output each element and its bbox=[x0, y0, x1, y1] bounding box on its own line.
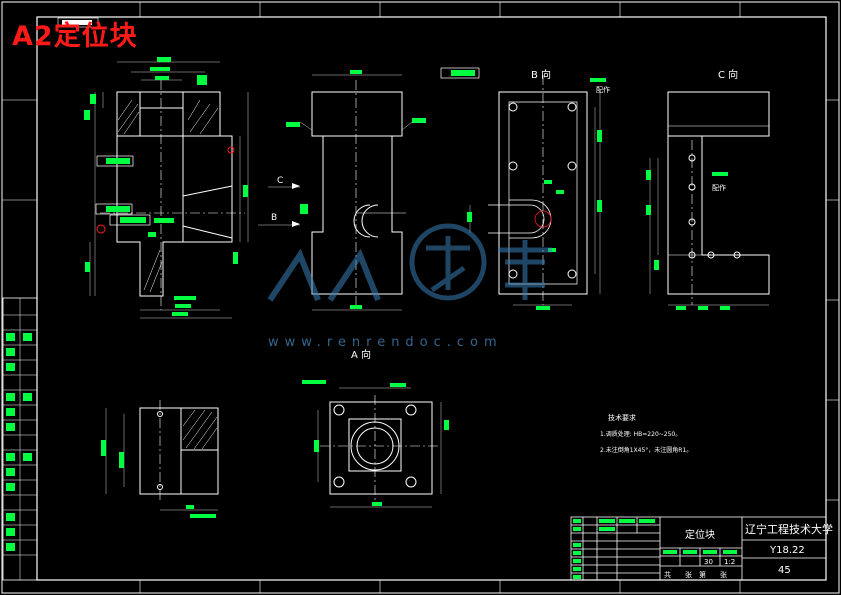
title-quantity: 45 bbox=[778, 565, 791, 576]
tech-line-1: 1.调质处理: HB=220~250。 bbox=[600, 430, 681, 438]
arrow-b-label: B bbox=[271, 213, 277, 223]
lower-left-hatch bbox=[182, 409, 218, 450]
top-left-stamp-box bbox=[57, 17, 99, 28]
lower-left-labels bbox=[101, 440, 216, 518]
watermark-url: www.renrendoc.com bbox=[268, 335, 503, 350]
title-ratio-weight: 30 bbox=[704, 558, 713, 566]
b-view bbox=[488, 75, 588, 305]
b-view-dims bbox=[469, 92, 601, 306]
title-block-cells bbox=[573, 519, 737, 579]
title-school: 辽宁工程技术大学 bbox=[745, 522, 833, 536]
main-view-tolerance-frames bbox=[95, 146, 235, 234]
side-view-dims bbox=[258, 74, 413, 311]
title-part-name: 定位块 bbox=[685, 528, 715, 541]
side-view-labels bbox=[286, 70, 426, 309]
title-text: 定位块 bbox=[53, 21, 138, 52]
tech-line-2: 2.未注倒角1X45°，未注圆角R1。 bbox=[600, 446, 692, 454]
lower-left-view bbox=[139, 400, 219, 500]
title-overlay: A2定位块 bbox=[12, 14, 138, 53]
left-side-table bbox=[2, 297, 38, 581]
main-view-hatch bbox=[117, 99, 219, 293]
c-view-labels bbox=[646, 170, 730, 310]
side-view bbox=[311, 80, 406, 306]
title-drawing-no: Y18.22 bbox=[769, 545, 805, 556]
b-view-tolerance bbox=[440, 67, 480, 79]
arrow-c-label: C bbox=[277, 176, 283, 186]
a-view-dims bbox=[317, 387, 442, 508]
title-prefix: A2 bbox=[12, 21, 54, 52]
b-view-title: B 向 bbox=[531, 68, 551, 81]
c-view bbox=[667, 91, 770, 305]
c-view-title: C 向 bbox=[718, 68, 738, 81]
b-view-note: 配作 bbox=[596, 85, 610, 94]
main-view-dims bbox=[89, 61, 249, 319]
view-arrows bbox=[292, 183, 300, 227]
c-view-dims bbox=[649, 158, 769, 306]
a-view bbox=[320, 395, 440, 500]
c-view-note: 配作 bbox=[712, 183, 726, 192]
title-scale: 1:2 bbox=[724, 558, 735, 566]
watermark-logo bbox=[267, 223, 552, 302]
title-sheets: 共 张 第 张 bbox=[664, 570, 727, 579]
title-block bbox=[570, 516, 827, 581]
a-view-labels bbox=[302, 380, 449, 506]
inner-frame bbox=[36, 16, 827, 581]
top-left-stamp bbox=[62, 20, 92, 25]
a-view-title: A 向 bbox=[351, 348, 371, 361]
tech-heading: 技术要求 bbox=[608, 413, 636, 422]
main-view-labels bbox=[84, 57, 248, 316]
main-section-view bbox=[100, 80, 245, 310]
b-view-labels bbox=[467, 78, 606, 310]
